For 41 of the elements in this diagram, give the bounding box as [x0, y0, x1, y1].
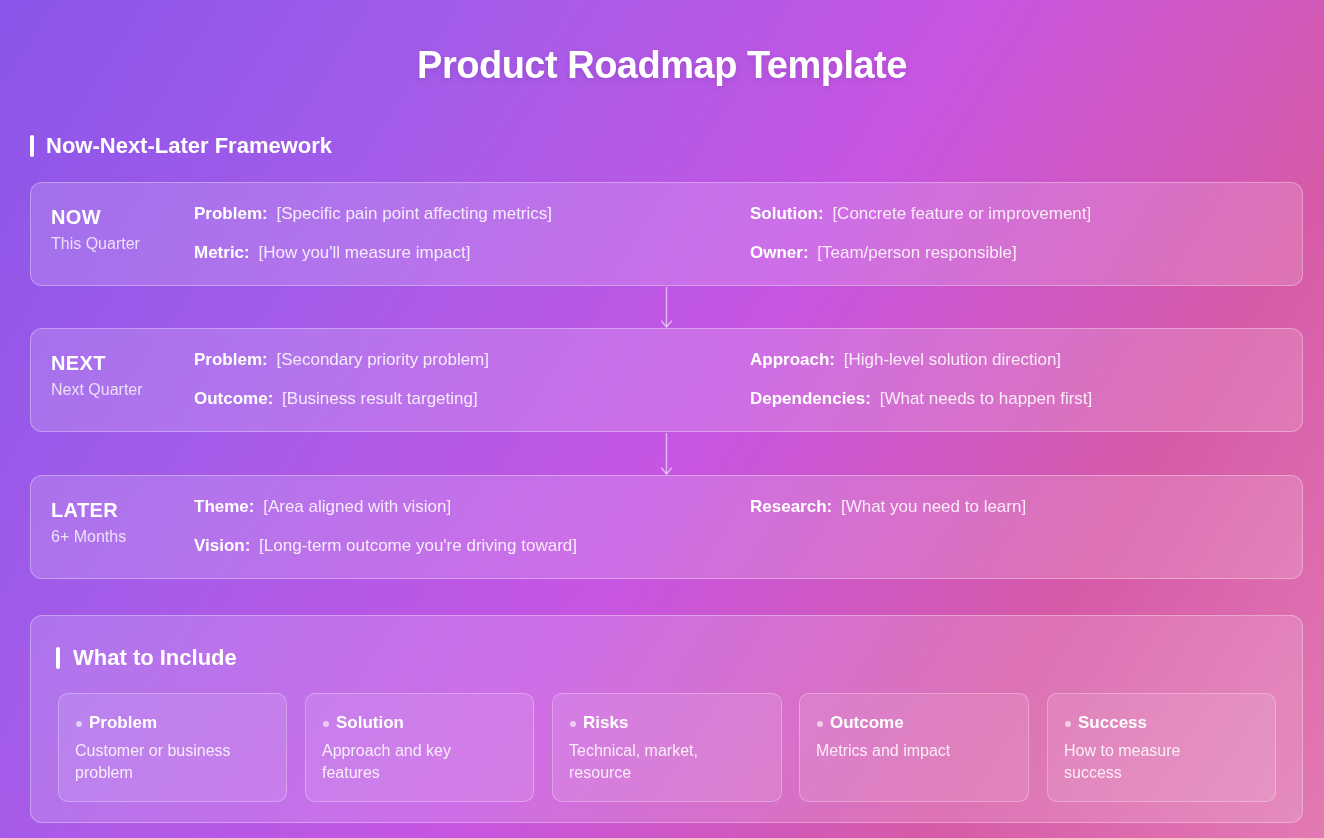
card-title: Risks — [583, 712, 629, 734]
stage-card — [30, 475, 1303, 579]
card-title: Outcome — [830, 712, 904, 734]
field-text: Problem: [Secondary priority problem] — [194, 349, 489, 371]
stage-card — [30, 328, 1303, 432]
info-card — [58, 693, 287, 802]
card-description: Customer or business problem — [75, 741, 232, 783]
stage-name: NEXT — [51, 351, 106, 375]
field-text: Metric: [How you'll measure impact] — [194, 242, 471, 264]
field-text: Theme: [Area aligned with vision] — [194, 496, 452, 518]
info-card — [552, 693, 782, 802]
card-description: Metrics and impact — [816, 741, 952, 761]
field-text: Problem: [Specific pain point affecting metrics] — [194, 203, 552, 225]
field-text: Research: [What you need to learn] — [750, 496, 1027, 518]
stage-name: NOW — [51, 205, 102, 229]
section-panel — [30, 615, 1303, 823]
info-card — [799, 693, 1029, 802]
card-description: How to measure success — [1064, 741, 1182, 783]
arrow — [660, 286, 673, 328]
field-text: Solution: [Concrete feature or improvement] — [750, 203, 1092, 225]
stage-card — [30, 182, 1303, 286]
card-description: Approach and key features — [322, 741, 452, 783]
field-text: Dependencies: [What needs to happen first] — [750, 388, 1093, 410]
field-text: Approach: [High-level solution direction] — [750, 349, 1062, 371]
stage-period: 6+ Months — [51, 527, 127, 547]
stage-name: LATER — [51, 498, 119, 522]
info-card — [1047, 693, 1276, 802]
card-title: Success — [1078, 712, 1147, 734]
card-title: Problem — [89, 712, 158, 734]
stage-period: This Quarter — [51, 234, 140, 254]
field-text: Vision: [Long-term outcome you're driving toward] — [194, 535, 577, 557]
field-text: Owner: [Team/person responsible] — [750, 242, 1017, 264]
info-card — [305, 693, 534, 802]
section-heading: Now-Next-Later Framework — [46, 133, 333, 159]
field-text: Outcome: [Business result targeting] — [194, 388, 478, 410]
arrow — [660, 432, 673, 475]
page-title: Product Roadmap Template — [417, 43, 907, 87]
card-description: Technical, market, resource — [569, 741, 699, 783]
section-heading: What to Include — [73, 645, 237, 671]
card-title: Solution — [336, 712, 404, 734]
stage-period: Next Quarter — [51, 380, 143, 400]
